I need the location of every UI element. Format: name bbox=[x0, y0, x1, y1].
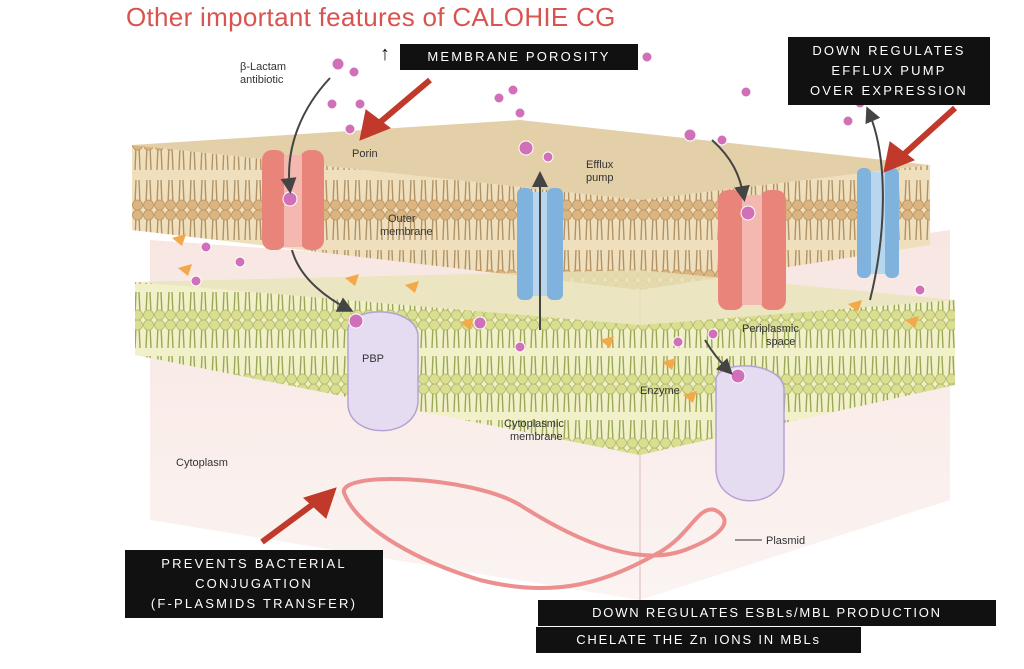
outer-membrane-top bbox=[132, 120, 930, 200]
callout-chelate: CHELATE THE Zn IONS IN MBLs bbox=[536, 627, 861, 653]
up-arrow-icon: ↑ bbox=[380, 43, 390, 65]
slide-title: Other important features of CALOHIE CG bbox=[126, 2, 616, 32]
efflux-pump-right bbox=[857, 168, 899, 278]
efflux-line-2: EFFLUX PUMP bbox=[831, 63, 947, 78]
pathway-arrows bbox=[280, 77, 884, 375]
membrane-porosity-text: MEMBRANE POROSITY bbox=[400, 44, 638, 70]
red-arrows bbox=[260, 77, 958, 545]
label-pbp: PBP bbox=[362, 353, 384, 365]
label-periplasmic: Periplasmic bbox=[742, 323, 799, 335]
callout-conjugation: PREVENTS BACTERIAL CONJUGATION (F-PLASMI… bbox=[125, 550, 383, 618]
label-beta-lactam: β-Lactam bbox=[240, 61, 286, 73]
callout-esbl: DOWN REGULATES ESBLs/MBL PRODUCTION bbox=[538, 600, 996, 626]
label-porin: Porin bbox=[352, 148, 378, 160]
label-membrane-inner: membrane bbox=[510, 431, 563, 443]
label-space: space bbox=[766, 336, 795, 348]
label-enzyme: Enzyme bbox=[640, 385, 680, 397]
esbl-text: DOWN REGULATES ESBLs/MBL PRODUCTION bbox=[592, 605, 942, 620]
chelate-text: CHELATE THE Zn IONS IN MBLs bbox=[576, 632, 821, 647]
pbp-left bbox=[347, 311, 419, 432]
callout-membrane-porosity: ↑ MEMBRANE POROSITY bbox=[380, 44, 638, 70]
efflux-line-3: OVER EXPRESSION bbox=[810, 83, 968, 98]
label-antibiotic: antibiotic bbox=[240, 74, 284, 86]
enzyme-markers bbox=[172, 234, 919, 403]
pbp-right bbox=[715, 365, 785, 502]
plasmid-strand bbox=[341, 476, 727, 591]
conjugation-line-3: (F-PLASMIDS TRANSFER) bbox=[150, 596, 358, 611]
conjugation-line-2: CONJUGATION bbox=[195, 576, 313, 591]
label-pump: pump bbox=[586, 172, 614, 184]
conjugation-line-1: PREVENTS BACTERIAL bbox=[161, 556, 347, 571]
label-outer: Outer bbox=[388, 213, 416, 225]
label-cytoplasm: Cytoplasm bbox=[176, 457, 228, 469]
label-efflux: Efflux bbox=[586, 159, 614, 171]
efflux-line-1: DOWN REGULATES bbox=[812, 43, 966, 58]
label-plasmid: Plasmid bbox=[766, 535, 805, 547]
callout-efflux: DOWN REGULATES EFFLUX PUMP OVER EXPRESSI… bbox=[788, 37, 990, 105]
label-membrane-outer: membrane bbox=[380, 226, 433, 238]
porin-right bbox=[718, 190, 786, 310]
label-cytoplasmic: Cytoplasmic bbox=[504, 418, 564, 430]
